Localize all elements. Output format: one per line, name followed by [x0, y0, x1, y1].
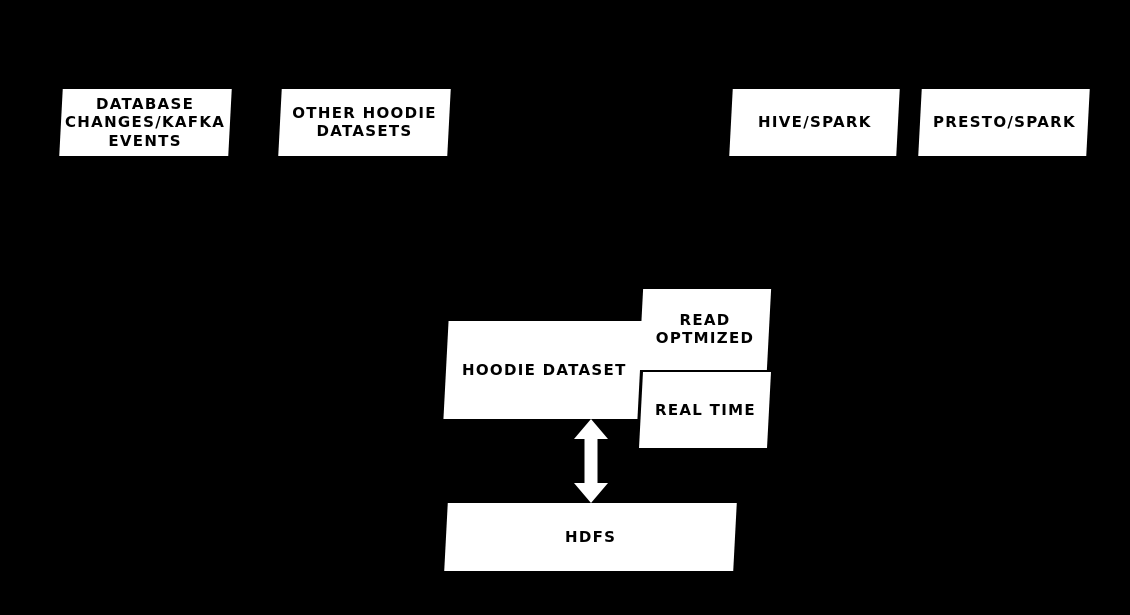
node-real-time[interactable]: REAL TIME [639, 372, 771, 448]
node-hive-spark-label: HIVE/SPARK [757, 113, 872, 132]
node-other-hoodie-datasets-label: OTHER HOODIE DATASETS [292, 104, 437, 141]
node-hive-spark[interactable]: HIVE/SPARK [729, 89, 900, 156]
node-database-changes-kafka-events-label: DATABASE CHANGES/KAFKA EVENTS [65, 95, 226, 150]
node-read-optmized-label: READ OPTMIZED [655, 311, 755, 348]
node-hdfs[interactable]: HDFS [444, 503, 737, 571]
node-hoodie-dataset-label: HOODIE DATASET [462, 360, 628, 379]
node-database-changes-kafka-events[interactable]: DATABASE CHANGES/KAFKA EVENTS [59, 89, 232, 156]
double-headed-arrow-icon [574, 419, 608, 503]
node-presto-spark-label: PRESTO/SPARK [932, 113, 1076, 132]
node-presto-spark[interactable]: PRESTO/SPARK [918, 89, 1090, 156]
node-other-hoodie-datasets[interactable]: OTHER HOODIE DATASETS [278, 89, 451, 156]
node-real-time-label: REAL TIME [654, 400, 756, 419]
node-hoodie-dataset[interactable]: HOODIE DATASET [443, 321, 643, 419]
node-read-optmized[interactable]: READ OPTMIZED [638, 289, 772, 370]
node-hdfs-label: HDFS [564, 527, 617, 546]
